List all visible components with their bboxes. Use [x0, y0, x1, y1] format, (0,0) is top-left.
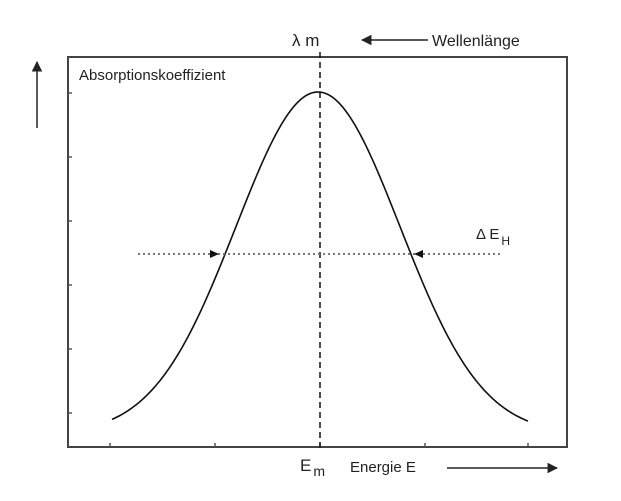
energy-label: Energie E — [350, 459, 416, 476]
right-half-width-arrowhead — [414, 250, 423, 258]
absorption-band-curve — [111, 91, 529, 422]
absorption-coefficient-label: Absorptionskoeffizient — [79, 67, 226, 84]
delta-e-h-subscript: H — [501, 234, 510, 248]
e-m-subscript: m — [313, 463, 325, 479]
e-m-main: E — [300, 456, 311, 475]
delta-e-h-main: Δ E — [476, 226, 499, 243]
y-axis-ticks — [68, 92, 72, 414]
plot-frame — [67, 56, 568, 448]
left-half-width-arrowhead — [210, 250, 219, 258]
wavelength-label: Wellenlänge — [432, 33, 520, 50]
lambda-m-label: λ m — [292, 31, 319, 50]
